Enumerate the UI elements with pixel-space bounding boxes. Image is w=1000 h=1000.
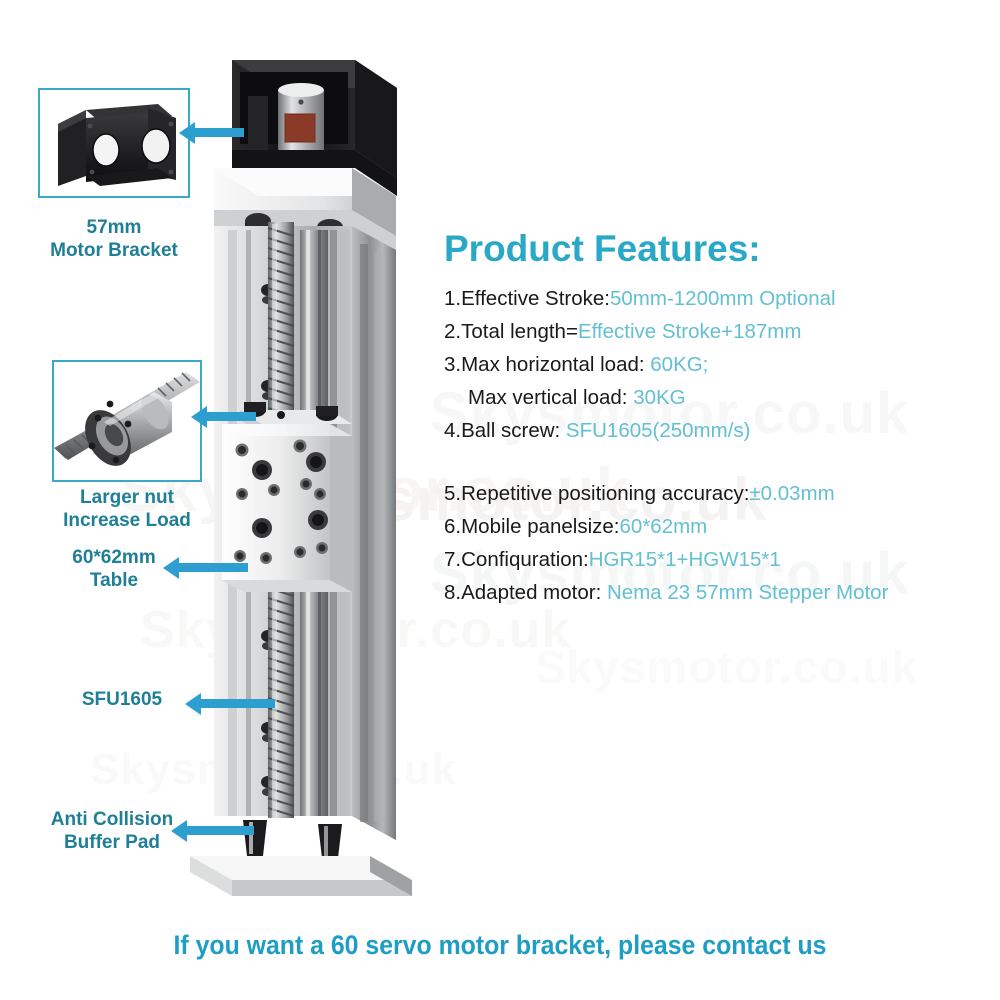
callout-arrow-motor-bracket bbox=[194, 128, 244, 137]
feature-number: 7. bbox=[444, 548, 462, 571]
feature-value: 50mm-1200mm Optional bbox=[610, 287, 836, 310]
callout-arrow-buffer-pad bbox=[186, 826, 254, 835]
callout-motor-bracket-line1: 57mm bbox=[86, 217, 142, 238]
feature-item: 1.Effective Stroke:50mm-1200mm Optional bbox=[444, 282, 989, 315]
callout-buffer-pad: Anti Collision Buffer Pad bbox=[40, 808, 184, 854]
feature-number: 2. bbox=[444, 320, 462, 343]
page-title: Product Features: bbox=[444, 228, 761, 269]
callout-larger-nut-line1: Larger nut bbox=[80, 487, 174, 508]
feature-value: 30KG bbox=[633, 386, 686, 409]
feature-label: Total length= bbox=[461, 320, 578, 343]
motor-bracket-illustration bbox=[58, 104, 176, 186]
feature-value: 60*62mm bbox=[619, 515, 708, 538]
feature-item: 8.Adapted motor: Nema 23 57mm Stepper Mo… bbox=[444, 576, 989, 609]
callout-buffer-pad-line2: Buffer Pad bbox=[63, 832, 161, 853]
feature-item: 3.Max horizontal load: 60KG; bbox=[444, 348, 989, 381]
callout-table: 60*62mm Table bbox=[50, 546, 178, 592]
feature-label: Confiquration: bbox=[461, 548, 589, 571]
feature-item: Max vertical load: 30KG bbox=[444, 381, 989, 414]
feature-value: Effective Stroke+187mm bbox=[577, 320, 802, 343]
callout-larger-nut-line2: Increase Load bbox=[63, 510, 191, 531]
feature-number: 6. bbox=[444, 515, 462, 538]
ball-nut-illustration bbox=[54, 372, 200, 466]
feature-item: 4.Ball screw: SFU1605(250mm/s) bbox=[444, 414, 989, 447]
callout-arrow-larger-nut bbox=[206, 412, 256, 421]
feature-number: 1. bbox=[444, 287, 462, 310]
actuator-illustration bbox=[190, 60, 412, 896]
feature-value: 60KG; bbox=[650, 353, 709, 376]
feature-number: 8. bbox=[444, 581, 462, 604]
feature-label: Ball screw: bbox=[461, 419, 566, 442]
feature-item: 6.Mobile panelsize:60*62mm bbox=[444, 510, 989, 543]
linear-actuator-photo bbox=[0, 0, 440, 900]
feature-label: Repetitive positioning accuracy: bbox=[461, 482, 750, 505]
feature-value: HGR15*1+HGW15*1 bbox=[588, 548, 781, 571]
feature-number: 5. bbox=[444, 482, 462, 505]
callout-arrow-ball-screw bbox=[200, 699, 275, 708]
product-features-panel: Product Features: 1.Effective Stroke:50m… bbox=[444, 228, 989, 609]
watermark: Skysmotor.co.uk bbox=[535, 641, 919, 693]
callout-larger-nut: Larger nut Increase Load bbox=[36, 486, 218, 532]
callout-table-line2: Table bbox=[89, 570, 139, 591]
feature-label: Effective Stroke: bbox=[461, 287, 610, 310]
feature-label: Mobile panelsize: bbox=[461, 515, 620, 538]
feature-label: Adapted motor: bbox=[461, 581, 607, 604]
feature-number: 4. bbox=[444, 419, 462, 442]
callout-table-line1: 60*62mm bbox=[72, 547, 156, 568]
feature-item: 2.Total length=Effective Stroke+187mm bbox=[444, 315, 989, 348]
callout-buffer-pad-line1: Anti Collision bbox=[50, 809, 174, 830]
feature-value: SFU1605(250mm/s) bbox=[565, 419, 751, 442]
inset-ball-nut-photo bbox=[52, 360, 202, 482]
feature-number: 3. bbox=[444, 353, 462, 376]
feature-value: Nema 23 57mm Stepper Motor bbox=[606, 581, 889, 604]
feature-label: Max vertical load: bbox=[468, 386, 634, 409]
callout-ball-screw: SFU1605 bbox=[58, 688, 186, 711]
feature-item: 7.Confiquration:HGR15*1+HGW15*1 bbox=[444, 543, 989, 576]
inset-motor-bracket-photo bbox=[38, 88, 190, 198]
callout-ball-screw-line1: SFU1605 bbox=[81, 689, 163, 710]
callout-motor-bracket: 57mm Motor Bracket bbox=[38, 216, 190, 262]
feature-label: Max horizontal load: bbox=[461, 353, 651, 376]
contact-banner: If you want a 60 servo motor bracket, pl… bbox=[173, 930, 827, 960]
callout-arrow-table bbox=[178, 563, 248, 572]
callout-motor-bracket-line2: Motor Bracket bbox=[50, 240, 178, 261]
feature-value: ±0.03mm bbox=[749, 482, 835, 505]
feature-item: 5.Repetitive positioning accuracy:±0.03m… bbox=[444, 477, 989, 510]
